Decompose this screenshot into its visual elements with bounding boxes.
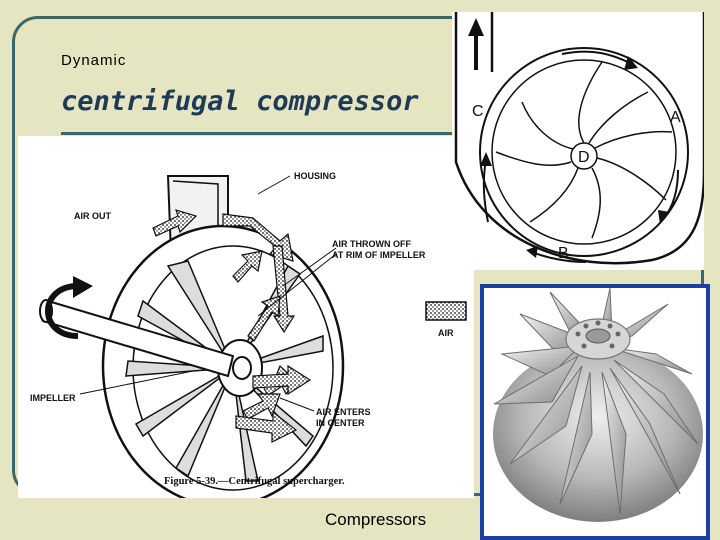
rotor-vanes — [495, 61, 673, 239]
slide-footer: Compressors — [325, 510, 427, 529]
casing-outline — [454, 12, 704, 265]
vane-label-c: C — [472, 103, 484, 120]
supercharger-diagram: HOUSING AIR OUT AIR THROWN OFF AT RIM OF… — [18, 136, 474, 498]
title-underline — [61, 132, 461, 135]
vane-diagram: C A D B — [452, 12, 704, 270]
label-air-out: AIR OUT — [74, 211, 112, 221]
label-impeller: IMPELLER — [30, 393, 76, 403]
vane-label-b: B — [558, 245, 569, 262]
bolt-holes — [575, 320, 621, 349]
vane-svg: C A D B — [454, 12, 704, 265]
label-air: AIR — [438, 328, 454, 338]
air-legend-swatch — [425, 301, 467, 321]
impeller-photo — [480, 284, 710, 540]
rotation-arrow — [45, 283, 79, 339]
label-housing: HOUSING — [294, 171, 336, 181]
label-air-thrown-2: AT RIM OF IMPELLER — [332, 250, 426, 260]
vane-label-d: D — [578, 149, 590, 166]
figure-caption: Figure 5-39.—Centrifugal supercharger. — [164, 476, 345, 487]
label-air-thrown-1: AIR THROWN OFF — [332, 239, 411, 249]
supercharger-svg: HOUSING AIR OUT AIR THROWN OFF AT RIM OF… — [30, 171, 467, 498]
impeller-disk — [493, 346, 703, 522]
label-air-enters-2: IN CENTER — [316, 418, 365, 428]
label-air-enters-1: AIR ENTERS — [316, 407, 371, 417]
slide-title: centrifugal compressor — [61, 86, 419, 117]
slide-subtitle: Dynamic — [61, 52, 127, 69]
impeller-photo-svg — [484, 287, 706, 536]
air-arrows — [152, 209, 312, 443]
vane-label-a: A — [670, 109, 681, 126]
